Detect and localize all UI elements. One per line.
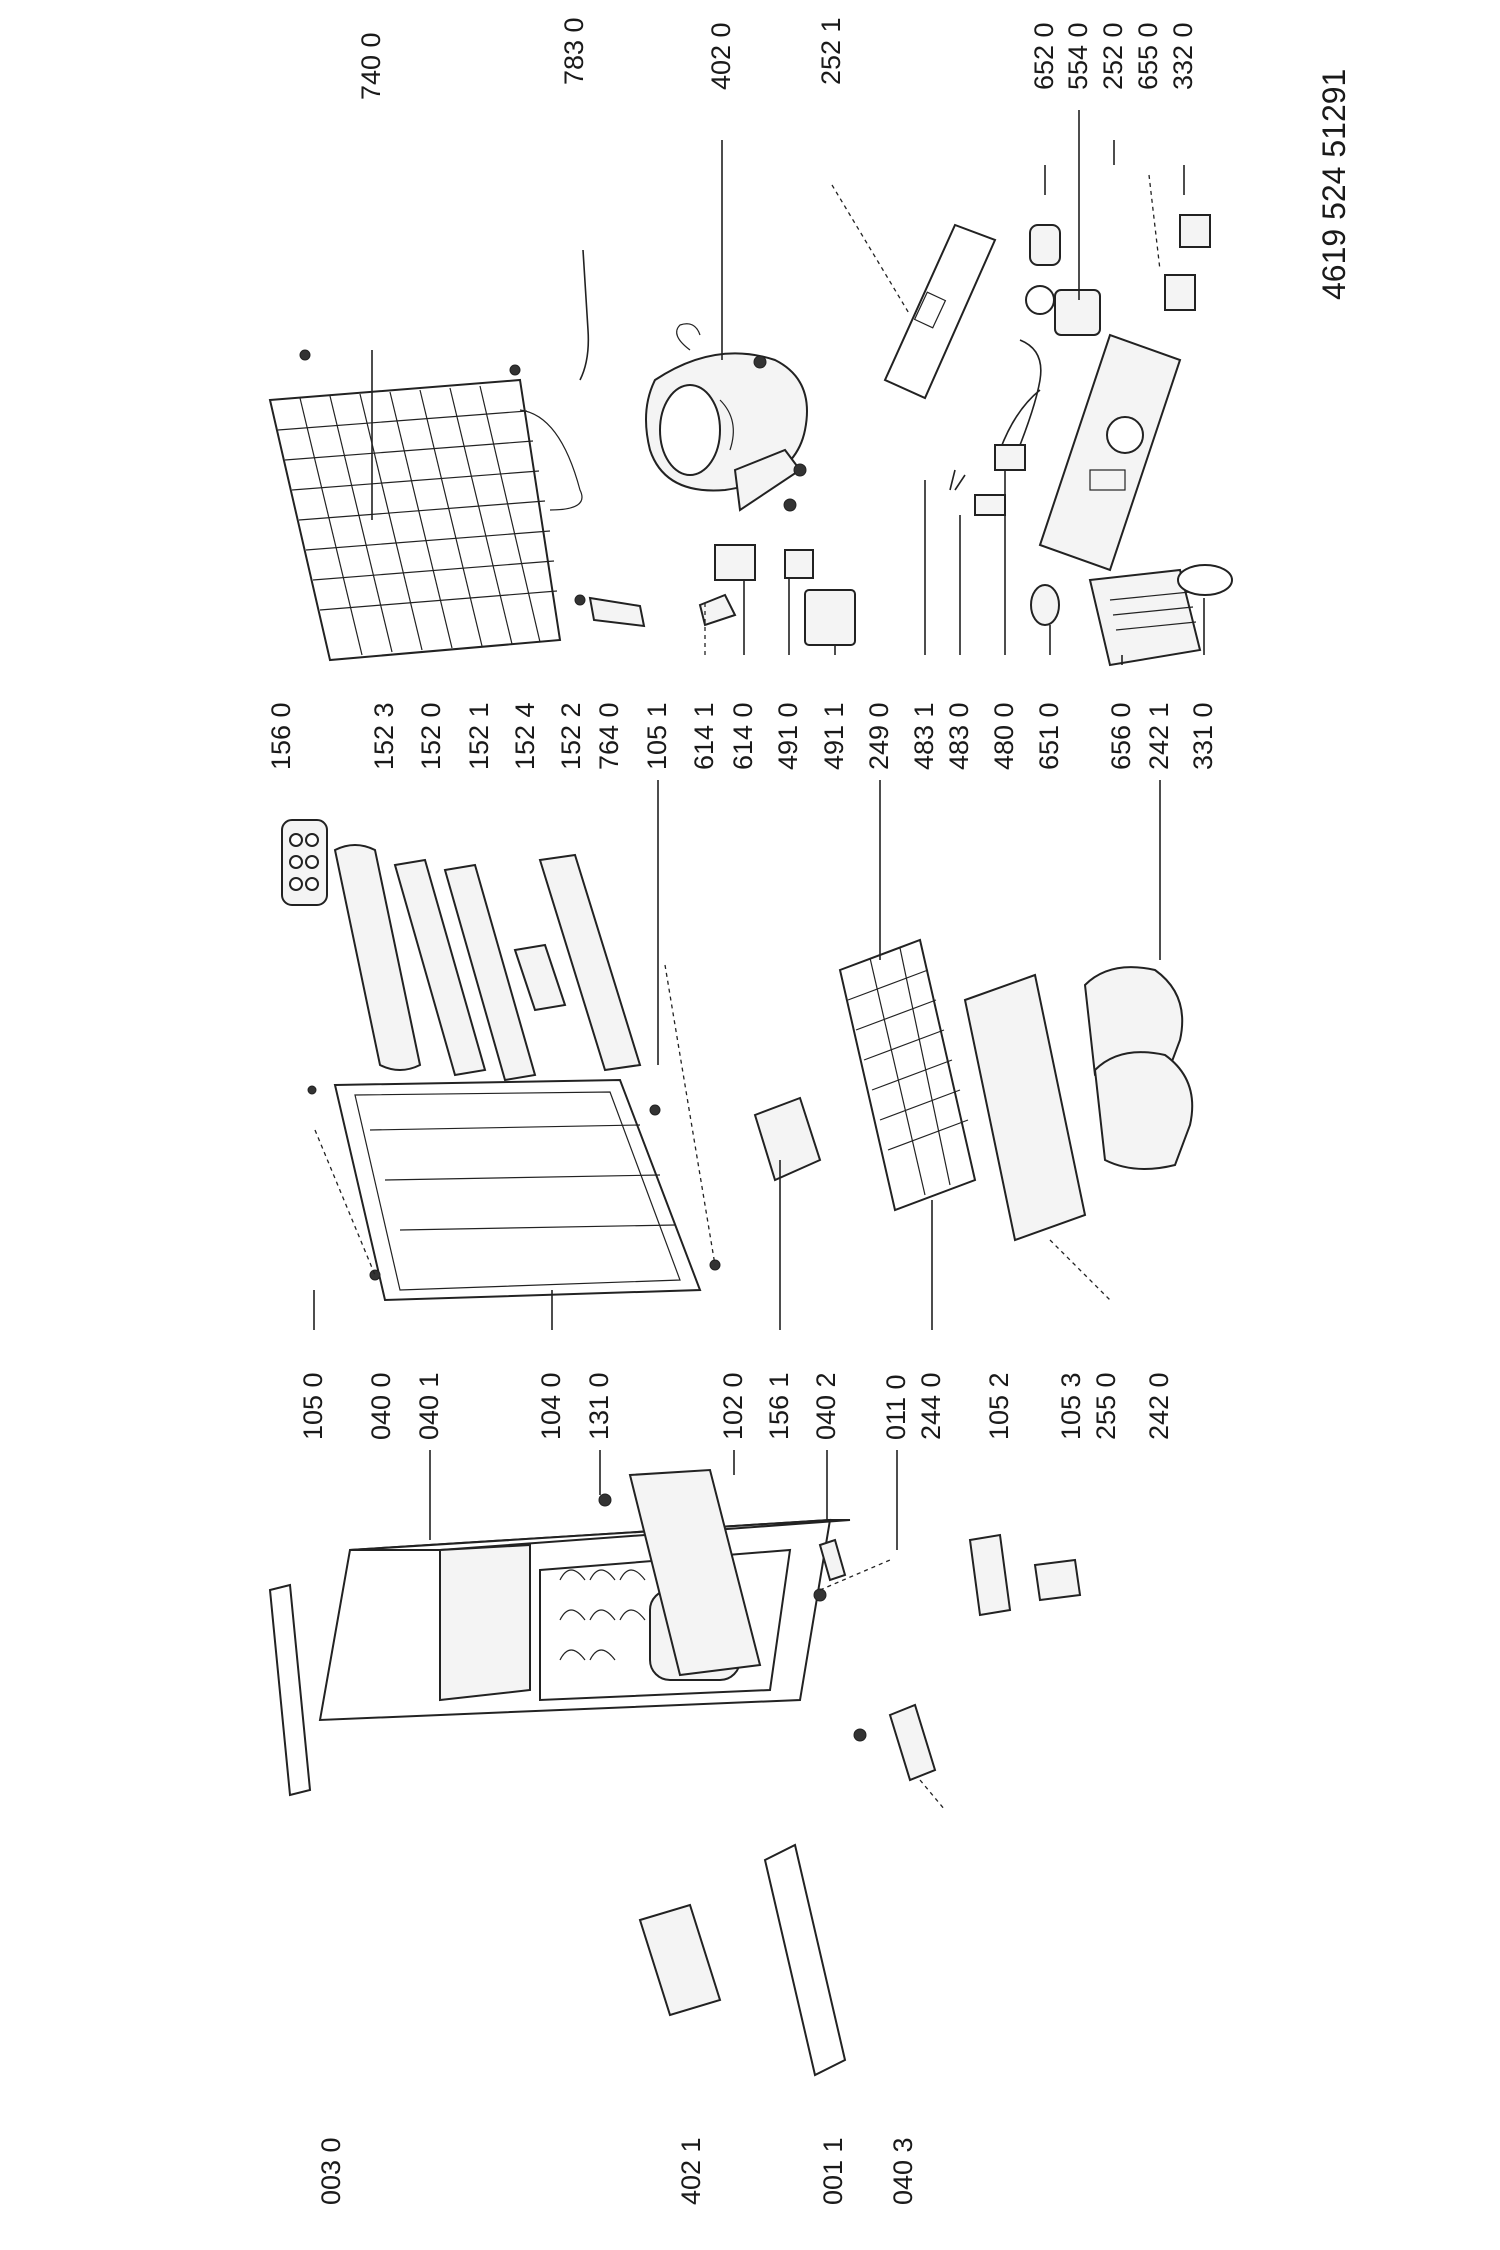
callout-480-0: 480 0: [989, 702, 1019, 770]
callout-003-0: 003 0: [316, 2137, 346, 2205]
small-electrical-parts: [1025, 214, 1211, 336]
callout-105-3: 105 3: [1056, 1372, 1086, 1440]
callout-040-3: 040 3: [888, 2137, 918, 2205]
lamp-cover: [1088, 568, 1202, 667]
callout-104-0: 104 0: [536, 1372, 566, 1440]
filter-drier: [588, 596, 646, 628]
callout-105-1: 105 1: [642, 702, 672, 770]
screw-icon: [509, 364, 521, 376]
callout-614-0: 614 0: [728, 702, 758, 770]
callout-331-0: 331 0: [1188, 702, 1218, 770]
leader-dashed: [919, 1779, 946, 1811]
screw-icon: [307, 1085, 317, 1095]
leader-dashed: [314, 1129, 376, 1276]
crisper-drawers: [1083, 966, 1194, 1170]
callout-152-1: 152 1: [464, 702, 494, 770]
callout-152-0: 152 0: [416, 702, 446, 770]
hinge: [968, 1533, 1012, 1617]
callout-156-1: 156 1: [764, 1372, 794, 1440]
callout-740-0: 740 0: [356, 32, 386, 100]
relay-bracket: [883, 223, 997, 400]
callout-402-0: 402 0: [706, 22, 736, 90]
callout-040-1: 040 1: [414, 1372, 444, 1440]
callout-783-0: 783 0: [559, 17, 589, 85]
door-panel: [333, 1078, 721, 1302]
hinge: [818, 1538, 847, 1582]
screw-icon: [853, 1728, 867, 1742]
thermostat-housing: [1038, 333, 1182, 572]
callout-652-0: 652 0: [1029, 22, 1059, 90]
callout-156-0: 156 0: [266, 702, 296, 770]
callout-040-2: 040 2: [811, 1372, 841, 1440]
door-shelves: [333, 844, 642, 1082]
callout-152-2: 152 2: [556, 702, 586, 770]
callout-152-3: 152 3: [369, 702, 399, 770]
callout-131-0: 131 0: [584, 1372, 614, 1440]
callout-655-0: 655 0: [1133, 22, 1163, 90]
callout-255-0: 255 0: [1091, 1372, 1121, 1440]
callout-105-0: 105 0: [298, 1372, 328, 1440]
callout-491-1: 491 1: [819, 702, 849, 770]
connector: [994, 444, 1026, 471]
callout-249-0: 249 0: [864, 702, 894, 770]
leader-line: [1148, 174, 1161, 271]
callout-105-2: 105 2: [984, 1372, 1014, 1440]
document-id: 4619 524 51291: [1316, 69, 1352, 300]
callout-001-1: 001 1: [818, 2137, 848, 2205]
callout-483-0: 483 0: [944, 702, 974, 770]
callout-491-0: 491 0: [773, 702, 803, 770]
callout-244-0: 244 0: [916, 1372, 946, 1440]
callout-554-0: 554 0: [1063, 22, 1093, 90]
lamp-bulb: [1030, 584, 1060, 626]
callout-332-0: 332 0: [1168, 22, 1198, 90]
callout-651-0: 651 0: [1034, 702, 1064, 770]
starter-relay-parts: [698, 544, 856, 646]
wiring-harness: [999, 339, 1042, 471]
callout-402-1: 402 1: [676, 2137, 706, 2205]
callout-102-0: 102 0: [718, 1372, 748, 1440]
screw-icon: [598, 1493, 612, 1507]
wire-clip: [949, 469, 966, 491]
hinge: [888, 1703, 937, 1782]
callout-614-1: 614 1: [689, 702, 719, 770]
ring-gasket: [1177, 564, 1233, 596]
hinge: [1033, 1558, 1082, 1602]
screw-icon: [574, 594, 586, 606]
callout-483-1: 483 1: [909, 702, 939, 770]
top-cover: [268, 1583, 312, 1797]
capillary-tube: [579, 249, 590, 381]
condenser-coil: [268, 378, 583, 662]
callout-252-1: 252 1: [816, 17, 846, 85]
callout-242-0: 242 0: [1144, 1372, 1174, 1440]
callout-040-0: 040 0: [366, 1372, 396, 1440]
callout-252-0: 252 0: [1098, 22, 1128, 90]
leader-dashed: [1049, 1239, 1111, 1301]
fan-guard: [638, 1903, 722, 2017]
kick-plate: [763, 1843, 847, 2077]
callout-011-0: 011 0: [881, 1374, 911, 1440]
egg-tray: [281, 819, 328, 906]
egg-tray-small: [753, 1096, 822, 1182]
callout-242-1: 242 1: [1144, 702, 1174, 770]
glass-shelf-wire: [838, 938, 977, 1212]
screw-icon: [813, 1588, 827, 1602]
callout-152-4: 152 4: [510, 702, 540, 770]
glass-shelf: [963, 973, 1087, 1242]
screw-icon: [299, 349, 311, 361]
callout-764-0: 764 0: [594, 702, 624, 770]
compressor: [645, 323, 808, 512]
leader-dashed: [664, 964, 716, 1266]
callout-656-0: 656 0: [1106, 702, 1136, 770]
leader-line: [831, 184, 911, 316]
crisper-cover: [628, 1468, 762, 1677]
